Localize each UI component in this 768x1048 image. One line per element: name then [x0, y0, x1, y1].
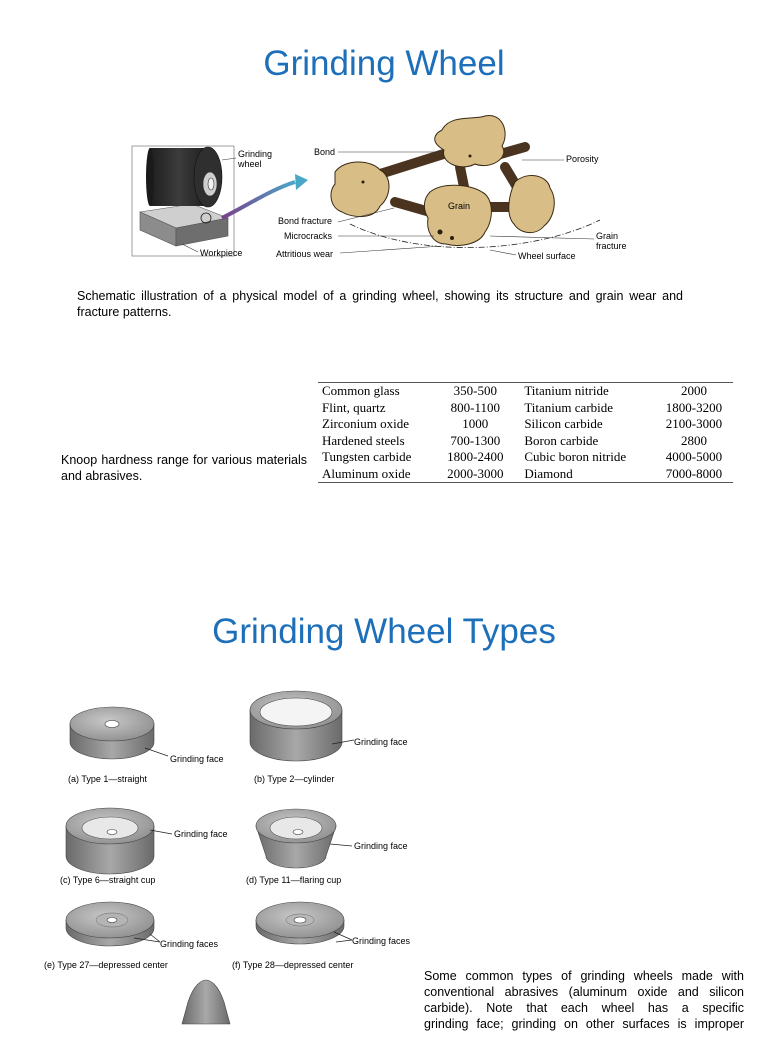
zoom-arrow: [221, 180, 296, 220]
wheel-types-caption: Some common types of grinding wheels mad…: [424, 968, 744, 1032]
material-name: Hardened steels: [322, 432, 405, 448]
wheel-c-caption: (c) Type 6—straight cup: [60, 875, 155, 885]
material-name: Common glass: [322, 383, 400, 398]
hardness-value: 2000: [680, 383, 707, 398]
hardness-value: 4000-5000: [665, 449, 723, 464]
material-name: Zirconium oxide: [322, 416, 410, 431]
hardness-caption: Knoop hardness range for various materia…: [61, 453, 307, 483]
material-name: Aluminum oxide: [322, 465, 411, 481]
grinding-wheel-drum: [146, 146, 223, 208]
wheel-e-face-label: Grinding faces: [160, 939, 219, 949]
material-name: Flint, quartz: [322, 399, 386, 415]
hardness-value: 800-1100: [450, 399, 500, 415]
wheel-b-caption: (b) Type 2—cylinder: [254, 774, 334, 784]
wheel-c-face-label: Grinding face: [174, 829, 228, 839]
grinding-wheel-model-figure: Grinding wheel Workpiece Bond Porosity G…: [131, 115, 627, 261]
wheel-type-2-cylinder: [249, 690, 355, 762]
wheel-type-11-flaring-cup: [255, 808, 353, 869]
wheel-a-face-label: Grinding face: [170, 754, 224, 764]
caption-line: Some common types of grinding wheels mad…: [424, 969, 744, 983]
material-name: Diamond: [524, 465, 573, 481]
hardness-value: 1800-2400: [447, 449, 504, 464]
label-workpiece: Workpiece: [200, 248, 242, 258]
wheel-type-1-straight: [69, 706, 169, 760]
wheel-surface-line: [349, 219, 601, 248]
material-name: Tungsten carbide: [322, 449, 412, 464]
material-name: Boron carbide: [524, 432, 599, 448]
label-grain-fracture: Grain fracture: [596, 231, 627, 251]
workpiece-block: [138, 203, 230, 247]
wheel-d-caption: (d) Type 11—flaring cup: [246, 875, 341, 885]
hardness-value: 350-500: [453, 383, 497, 398]
wheel-e-caption: (e) Type 27—depressed center: [44, 960, 168, 970]
label-bond-fracture: Bond fracture: [278, 216, 332, 226]
caption-line: conventional abrasives (aluminum oxide a…: [424, 985, 744, 999]
wheel-b-face-label: Grinding face: [354, 737, 408, 747]
hardness-row: Zirconium oxide 1000 Silicon carbide 2100-3…: [318, 416, 733, 433]
wear-marks: [361, 154, 472, 240]
hardness-row: Tungsten carbide 1800-2400 Cubic boron nit…: [318, 449, 733, 466]
wheel-d-face-label: Grinding face: [354, 841, 408, 851]
caption-line: grinding face; grinding on other surface…: [424, 1017, 744, 1031]
hardness-row: Common glass 350-500 Titanium nitride 2000: [318, 383, 733, 400]
hardness-value: 7000-8000: [665, 465, 723, 481]
wheel-type-28-depressed-center: [255, 901, 353, 945]
label-bond: Bond: [314, 147, 335, 157]
wheel-type-partial-cone: [181, 979, 231, 1025]
wheel-f-face-label: Grinding faces: [352, 936, 411, 946]
abrasive-grains: [330, 115, 555, 246]
hardness-row: Hardened steels 700-1300 Boron carbide 2800: [318, 433, 733, 450]
figure-caption: Schematic illustration of a physical mod…: [77, 289, 683, 319]
hardness-row: Aluminum oxide 2000-3000 Diamond 7000-8000: [318, 466, 733, 483]
hardness-row: Flint, quartz 800-1100 Titanium carbide 180…: [318, 400, 733, 417]
section-title: Grinding Wheel Types: [212, 612, 556, 651]
hardness-value: 2800: [680, 432, 707, 448]
figure-frame: [131, 145, 235, 257]
hardness-value: 1800-3200: [665, 399, 723, 415]
wheel-a-caption: (a) Type 1—straight: [68, 774, 147, 784]
hardness-value: 2000-3000: [447, 465, 504, 481]
hardness-value: 700-1300: [450, 432, 501, 448]
material-name: Titanium nitride: [524, 383, 609, 398]
label-porosity: Porosity: [566, 154, 599, 164]
material-name: Cubic boron nitride: [524, 449, 627, 464]
material-name: Titanium carbide: [524, 399, 614, 415]
wheel-f-caption: (f) Type 28—depressed center: [232, 960, 353, 970]
label-wheel-surface: Wheel surface: [518, 251, 576, 261]
label-grain: Grain: [448, 201, 470, 211]
hardness-value: 1000: [462, 416, 489, 431]
caption-line: carbide). Note that each wheel has a spe…: [424, 1001, 744, 1015]
material-name: Silicon carbide: [524, 416, 603, 431]
wheel-types-figure: Grinding face (a) Type 1—straight Grindi…: [44, 690, 411, 1025]
label-grinding-wheel: Grinding wheel: [237, 149, 275, 169]
label-attritious-wear: Attritious wear: [276, 249, 333, 259]
label-microcracks: Microcracks: [284, 231, 333, 241]
hardness-value: 2100-3000: [665, 416, 723, 431]
arrow-head: [295, 174, 308, 190]
wheel-type-6-straight-cup: [65, 807, 173, 875]
wheel-type-27-depressed-center: [65, 901, 161, 947]
slide-title: Grinding Wheel: [263, 44, 505, 83]
